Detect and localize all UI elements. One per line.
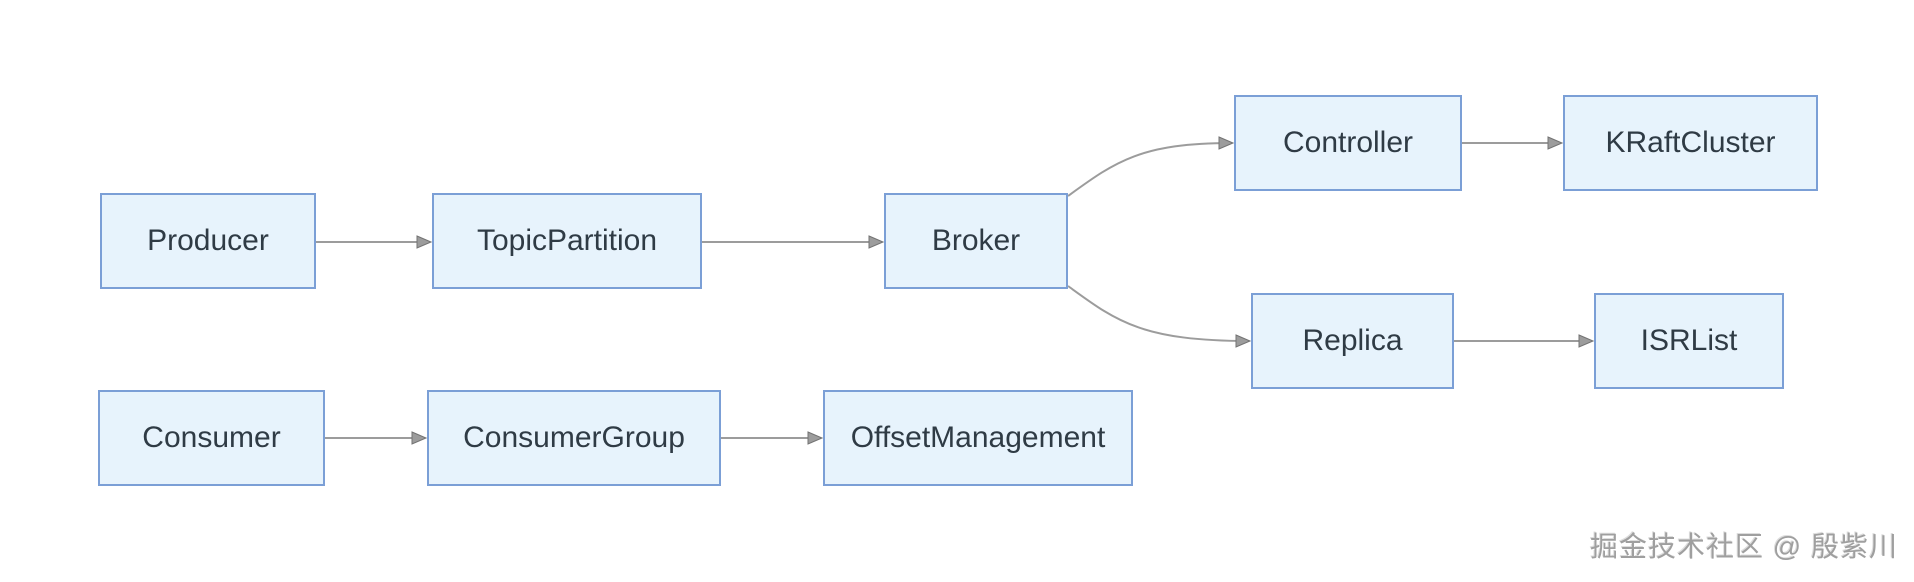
watermark: 掘金技术社区 @ 殷紫川 (1590, 531, 1898, 562)
node-isrlist-label: ISRList (1640, 324, 1738, 357)
node-consumergroup-label: ConsumerGroup (463, 421, 685, 454)
node-kraftcluster-label: KRaftCluster (1605, 126, 1776, 159)
node-producer-label: Producer (147, 224, 269, 257)
node-kraftcluster: KRaftCluster (1563, 95, 1818, 191)
node-offsetmanagement: OffsetManagement (823, 390, 1133, 486)
node-consumer-label: Consumer (142, 421, 281, 454)
node-consumergroup: ConsumerGroup (427, 390, 721, 486)
node-isrlist: ISRList (1594, 293, 1784, 389)
node-consumer: Consumer (98, 390, 325, 486)
edge-broker-controller (1067, 143, 1232, 197)
edge-broker-replica (1067, 285, 1249, 341)
node-topicpartition-label: TopicPartition (476, 224, 658, 257)
node-controller-label: Controller (1282, 126, 1414, 159)
node-producer: Producer (100, 193, 316, 289)
node-replica: Replica (1251, 293, 1454, 389)
node-offsetmanagement-label: OffsetManagement (850, 421, 1106, 454)
node-broker: Broker (884, 193, 1068, 289)
node-topicpartition: TopicPartition (432, 193, 702, 289)
node-controller: Controller (1234, 95, 1462, 191)
node-broker-label: Broker (931, 224, 1021, 257)
node-replica-label: Replica (1302, 324, 1403, 357)
